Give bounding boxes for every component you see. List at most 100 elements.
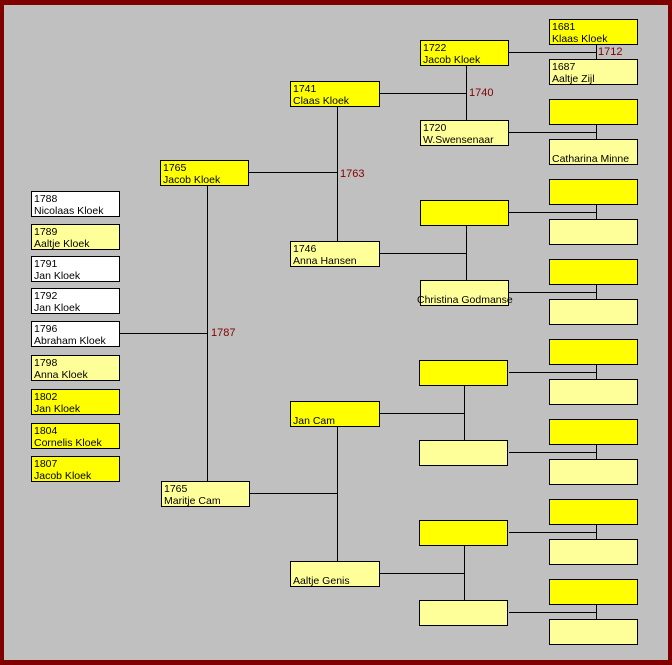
ancestor-male-box[interactable] — [549, 99, 638, 125]
ancestor-male-box[interactable] — [549, 499, 638, 525]
connector-line — [466, 66, 467, 120]
person-name — [552, 233, 637, 245]
person-name: Klaas Kloek — [552, 33, 608, 45]
marriage-year: 1740 — [469, 87, 494, 99]
birth-year — [552, 221, 637, 233]
birth-year: 1681 — [552, 21, 576, 33]
birth-year: 1765 — [164, 483, 188, 495]
ancestor-female-box[interactable]: Catharina Minne — [549, 139, 638, 165]
person-name — [422, 534, 507, 546]
ancestor-male-box[interactable] — [549, 259, 638, 285]
ancestor-male-box[interactable] — [549, 419, 638, 445]
connector-line — [466, 226, 467, 280]
person-name — [552, 593, 637, 605]
birth-year — [423, 202, 508, 214]
great-grandfather-box[interactable] — [420, 200, 509, 226]
birth-year: 1741 — [293, 83, 317, 95]
marriage-year: 1763 — [340, 168, 365, 180]
birth-year: 1720 — [423, 122, 447, 134]
person-name — [552, 353, 637, 365]
birth-year — [293, 403, 379, 415]
person-name: Anna Hansen — [293, 255, 357, 267]
person-name: Aaltje Kloek — [34, 238, 90, 250]
birth-year — [552, 301, 637, 313]
birth-year — [552, 461, 637, 473]
connector-line — [207, 186, 208, 482]
person-name — [552, 113, 637, 125]
birth-year — [423, 282, 508, 294]
birth-year: 1796 — [34, 323, 58, 335]
person-name — [552, 393, 637, 405]
great-grandmother-box[interactable] — [419, 600, 508, 626]
birth-year — [552, 621, 637, 633]
person-name: Jan Kloek — [34, 302, 81, 314]
ancestor-male-box[interactable] — [549, 179, 638, 205]
marriage-year: 1712 — [598, 46, 623, 58]
connector-line — [596, 45, 597, 59]
connector-line — [596, 605, 597, 619]
connector-line — [380, 253, 466, 254]
great-grandmother-box[interactable] — [419, 440, 508, 466]
connector-line — [509, 452, 596, 453]
ancestor-female-box[interactable] — [549, 619, 638, 645]
ancestor-female-box[interactable] — [549, 219, 638, 245]
connector-line — [249, 172, 337, 173]
connector-line — [120, 333, 207, 334]
person-name: Jan Cam — [293, 415, 336, 427]
person-name: Aaltje Genis — [293, 575, 350, 587]
birth-year: 1802 — [34, 391, 58, 403]
ancestor-female-box[interactable] — [549, 299, 638, 325]
person-name — [423, 214, 508, 226]
great-grandfather-box[interactable] — [419, 520, 508, 546]
ancestor-female-box[interactable] — [549, 459, 638, 485]
person-name: Jacob Kloek — [163, 174, 221, 186]
birth-year: 1804 — [34, 425, 58, 437]
person-name: Jan Kloek — [34, 403, 81, 415]
ancestor-male-box[interactable] — [549, 339, 638, 365]
person-name: Christina Godmanse — [417, 294, 513, 306]
grandfather-box[interactable]: Jan Cam — [290, 401, 380, 427]
ancestor-female-box[interactable] — [549, 379, 638, 405]
connector-line — [250, 493, 337, 494]
ancestor-male-box[interactable] — [549, 579, 638, 605]
ancestor-female-box[interactable] — [549, 539, 638, 565]
birth-year: 1746 — [293, 243, 317, 255]
birth-year — [552, 501, 637, 513]
great-grandfather-box[interactable] — [419, 360, 508, 386]
person-name: Jan Kloek — [34, 270, 81, 282]
birth-year — [552, 541, 637, 553]
birth-year — [422, 442, 507, 454]
birth-year — [293, 563, 379, 575]
birth-year: 1765 — [163, 162, 187, 174]
great-grandmother-box[interactable]: Christina Godmanse — [417, 280, 513, 306]
birth-year: 1788 — [34, 193, 58, 205]
birth-year: 1791 — [34, 258, 58, 270]
birth-year: 1687 — [552, 61, 576, 73]
grandmother-box[interactable]: Aaltje Genis — [290, 561, 380, 587]
connector-line — [509, 532, 596, 533]
person-name: Nicolaas Kloek — [34, 205, 104, 217]
birth-year — [552, 581, 637, 593]
connector-line — [464, 386, 465, 440]
connector-line — [596, 205, 597, 219]
connector-line — [337, 427, 338, 561]
